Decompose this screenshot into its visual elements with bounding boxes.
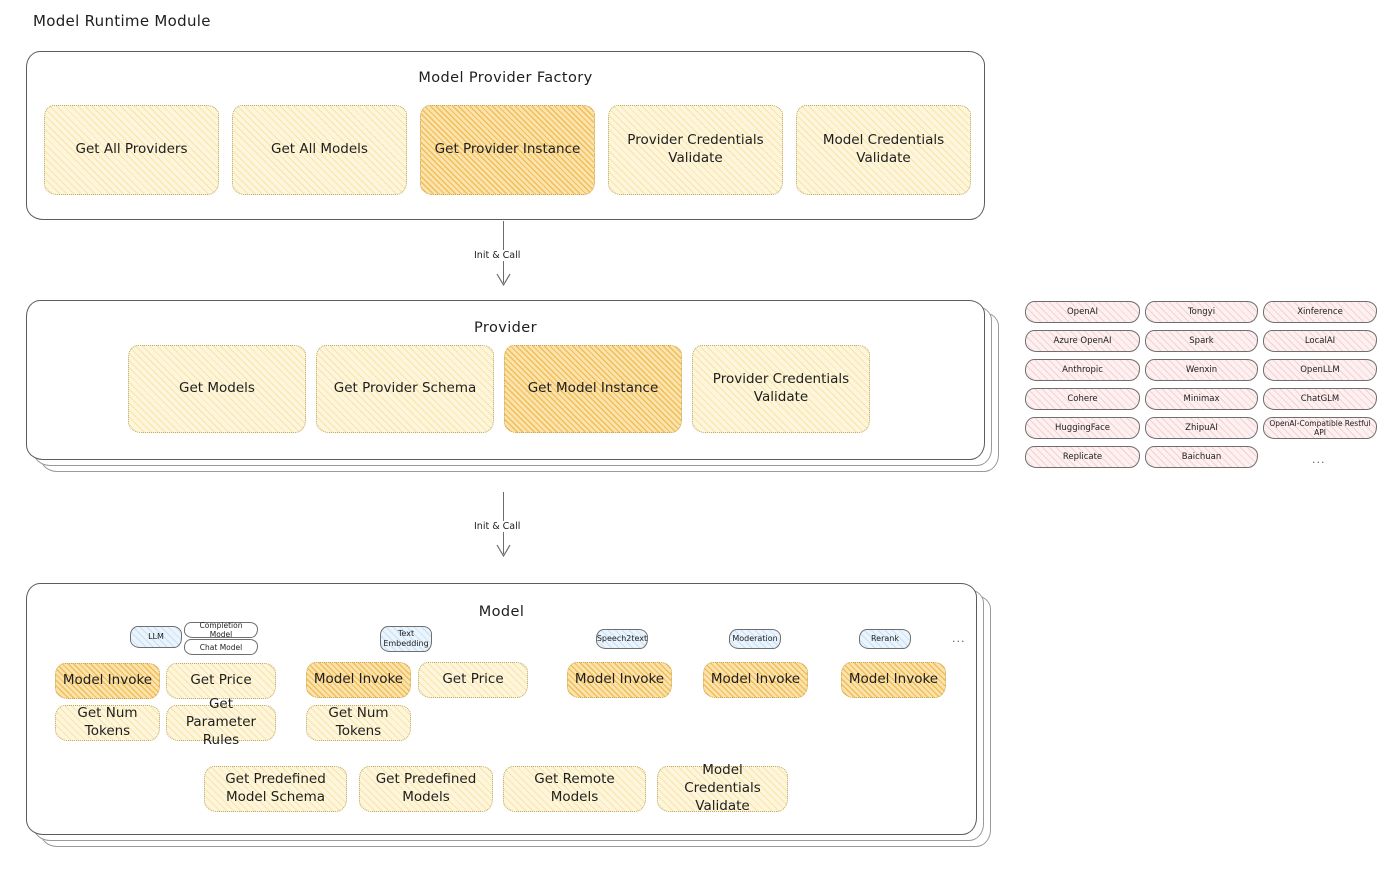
provider-list-item-openai[interactable]: OpenAI (1025, 301, 1140, 323)
provider-list-item-baichuan[interactable]: Baichuan (1145, 446, 1258, 468)
arrow-factory-to-provider-head (496, 273, 511, 287)
provider-item-get-model-instance[interactable]: Get Model Instance (504, 345, 682, 433)
arrow-label-init-call-1: Init & Call (470, 250, 525, 261)
model-common-get-predefined-model-schema[interactable]: Get Predefined Model Schema (204, 766, 347, 812)
provider-list-item-spark[interactable]: Spark (1145, 330, 1258, 352)
provider-list-more: ... (1312, 453, 1326, 466)
model-subtype-completion-model[interactable]: Completion Model (184, 621, 258, 639)
page-title: Model Runtime Module (33, 12, 211, 30)
model-provider-factory-title: Model Provider Factory (418, 70, 593, 86)
provider-list-item-cohere[interactable]: Cohere (1025, 388, 1140, 410)
model-common-get-remote-models[interactable]: Get Remote Models (503, 766, 646, 812)
model-type-llm-badge[interactable]: LLM (130, 626, 182, 648)
provider-item-provider-credentials-validate[interactable]: Provider Credentials Validate (692, 345, 870, 433)
llm-method-get-num-tokens[interactable]: Get Num Tokens (55, 705, 160, 741)
provider-list-item-azure-openai[interactable]: Azure OpenAI (1025, 330, 1140, 352)
factory-item-get-all-providers[interactable]: Get All Providers (44, 105, 219, 195)
model-title: Model (478, 604, 525, 620)
provider-list-item-xinference[interactable]: Xinference (1263, 301, 1377, 323)
text-embedding-method-get-num-tokens[interactable]: Get Num Tokens (306, 705, 411, 741)
llm-method-model-invoke[interactable]: Model Invoke (55, 663, 160, 699)
model-subtype-chat-model[interactable]: Chat Model (184, 639, 258, 655)
provider-item-get-models[interactable]: Get Models (128, 345, 306, 433)
text-embedding-method-model-invoke[interactable]: Model Invoke (306, 662, 411, 698)
provider-title: Provider (474, 320, 537, 336)
provider-list-item-wenxin[interactable]: Wenxin (1145, 359, 1258, 381)
model-type-speech2text-badge[interactable]: Speech2text (596, 629, 648, 649)
moderation-method-model-invoke[interactable]: Model Invoke (703, 662, 808, 698)
model-type-moderation-badge[interactable]: Moderation (729, 629, 781, 649)
llm-method-get-price[interactable]: Get Price (166, 663, 276, 699)
provider-list-item-replicate[interactable]: Replicate (1025, 446, 1140, 468)
model-common-model-credentials-validate[interactable]: Model Credentials Validate (657, 762, 788, 814)
arrow-provider-to-model-head (496, 544, 511, 558)
model-common-get-predefined-models[interactable]: Get Predefined Models (359, 766, 493, 812)
provider-list-item-chatglm[interactable]: ChatGLM (1263, 388, 1377, 410)
provider-list-item-tongyi[interactable]: Tongyi (1145, 301, 1258, 323)
model-type-rerank-badge[interactable]: Rerank (859, 629, 911, 649)
speech2text-method-model-invoke[interactable]: Model Invoke (567, 662, 672, 698)
provider-list-item-localai[interactable]: LocalAI (1263, 330, 1377, 352)
model-types-more: ... (952, 632, 966, 645)
provider-list-item-openai-compatible-restful-api[interactable]: OpenAI-Compatible Restful API (1263, 417, 1377, 439)
provider-list-item-huggingface[interactable]: HuggingFace (1025, 417, 1140, 439)
provider-list-item-minimax[interactable]: Minimax (1145, 388, 1258, 410)
factory-item-model-credentials-validate[interactable]: Model Credentials Validate (796, 105, 971, 195)
provider-item-get-provider-schema[interactable]: Get Provider Schema (316, 345, 494, 433)
text-embedding-method-get-price[interactable]: Get Price (418, 662, 528, 698)
provider-list-item-openllm[interactable]: OpenLLM (1263, 359, 1377, 381)
llm-method-get-parameter-rules[interactable]: Get Parameter Rules (166, 696, 276, 748)
factory-item-provider-credentials-validate[interactable]: Provider Credentials Validate (608, 105, 783, 195)
provider-list-item-zhipuai[interactable]: ZhipuAI (1145, 417, 1258, 439)
factory-item-get-provider-instance[interactable]: Get Provider Instance (420, 105, 595, 195)
provider-list-item-anthropic[interactable]: Anthropic (1025, 359, 1140, 381)
arrow-label-init-call-2: Init & Call (470, 521, 525, 532)
model-type-text-embedding-badge[interactable]: Text Embedding (380, 626, 432, 652)
factory-item-get-all-models[interactable]: Get All Models (232, 105, 407, 195)
rerank-method-model-invoke[interactable]: Model Invoke (841, 662, 946, 698)
